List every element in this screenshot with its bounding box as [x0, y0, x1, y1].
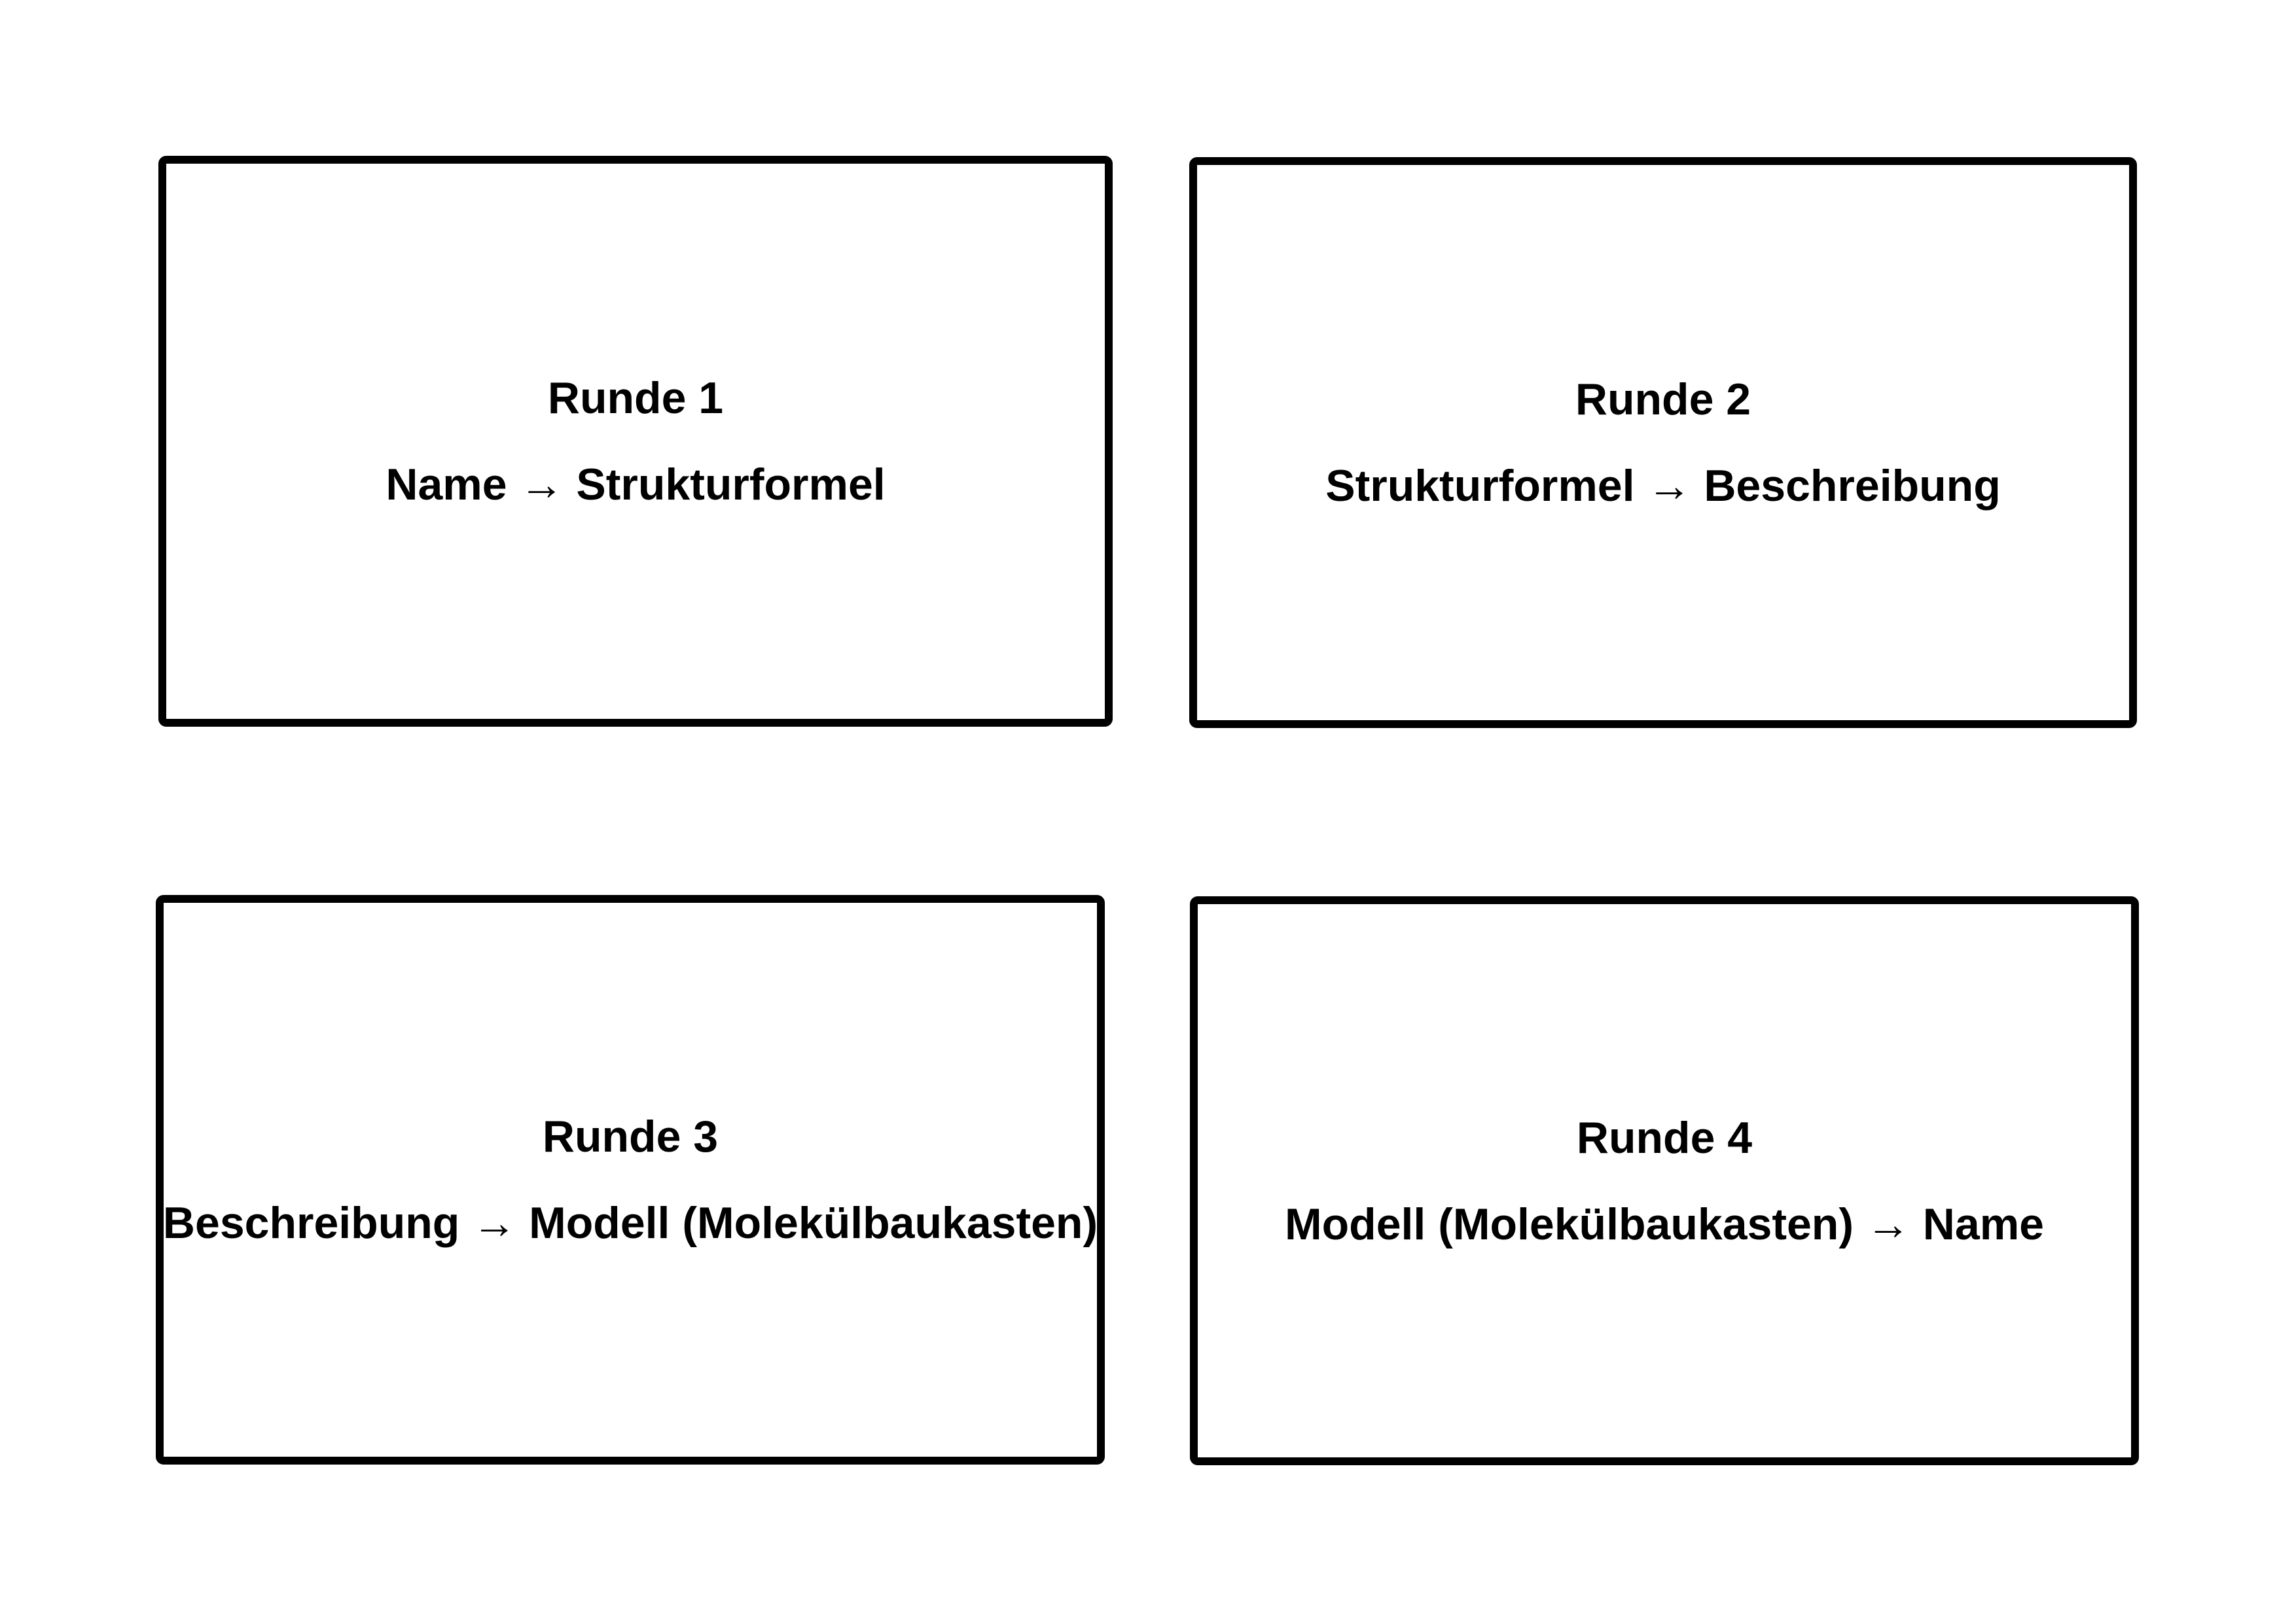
card-title: Runde 4 — [1576, 1112, 1753, 1163]
arrow-right-icon: → — [1865, 1199, 1910, 1249]
card-subtitle: Modell (Molekülbaukasten) → Name — [1285, 1199, 2044, 1250]
card-runde-3: Runde 3 Beschreibung → Modell (Molekülba… — [156, 895, 1105, 1465]
arrow-right-icon: → — [519, 460, 564, 509]
card-title: Runde 1 — [547, 373, 724, 423]
card-runde-1: Runde 1 Name → Strukturformel — [158, 156, 1113, 727]
card-subtitle: Beschreibung → Modell (Molekülbaukasten) — [163, 1197, 1098, 1249]
transform-to: Strukturformel — [576, 460, 886, 509]
card-subtitle: Strukturformel → Beschreibung — [1325, 460, 2001, 511]
card-title: Runde 3 — [542, 1112, 719, 1161]
card-title: Runde 2 — [1575, 374, 1751, 424]
transform-from: Strukturformel — [1325, 461, 1635, 511]
arrow-right-icon: → — [472, 1198, 517, 1248]
transform-to: Beschreibung — [1704, 461, 2001, 511]
transform-from: Modell (Molekülbaukasten) — [1284, 1199, 1854, 1249]
transform-from: Beschreibung — [162, 1198, 460, 1248]
card-runde-4: Runde 4 Modell (Molekülbaukasten) → Name — [1190, 896, 2139, 1465]
transform-to: Modell (Molekülbaukasten) — [529, 1198, 1098, 1248]
transform-to: Name — [1922, 1199, 2045, 1249]
arrow-right-icon: → — [1647, 461, 1692, 511]
card-runde-2: Runde 2 Strukturformel → Beschreibung — [1189, 157, 2137, 728]
card-subtitle: Name → Strukturformel — [386, 459, 885, 510]
transform-from: Name — [386, 460, 507, 509]
